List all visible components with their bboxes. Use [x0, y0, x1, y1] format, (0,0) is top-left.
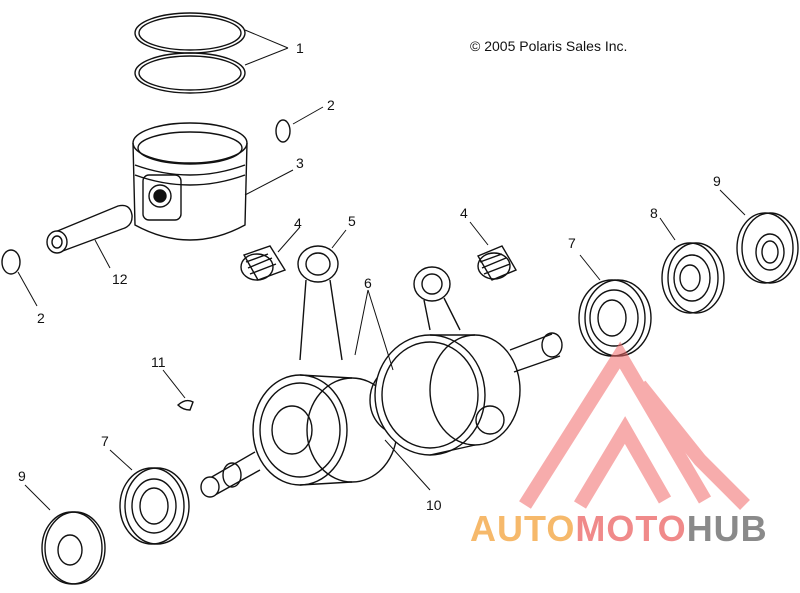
connecting-rod-right [413, 266, 461, 331]
needle-bearing-right [476, 245, 518, 281]
woodruff-key [176, 399, 194, 411]
callout-3: 3 [296, 155, 304, 171]
watermark-part-hub: HUB [686, 508, 768, 549]
callout-4-right: 4 [460, 205, 468, 221]
piston-ring-upper [134, 12, 246, 54]
callout-8: 8 [650, 205, 658, 221]
callout-9-left: 9 [18, 468, 26, 484]
bearing-left [119, 467, 190, 545]
watermark-logo [519, 341, 750, 510]
leader-lines [17, 29, 746, 511]
piston-ring-lower [134, 52, 246, 94]
piston [132, 122, 248, 241]
callout-labels: 1 2 2 3 4 4 5 6 7 7 8 9 9 10 11 12 [18, 40, 721, 513]
crankshaft [200, 332, 563, 498]
snap-ring-left [1, 249, 21, 275]
watermark-text: AUTOMOTOHUB [470, 508, 768, 550]
piston-pin [46, 204, 133, 254]
seal-right [736, 212, 799, 284]
copyright-notice: © 2005 Polaris Sales Inc. [470, 38, 628, 54]
watermark-part-moto: MOTO [575, 508, 687, 549]
connecting-rod-left [297, 245, 343, 361]
snap-ring-right [275, 119, 291, 143]
callout-9-right: 9 [713, 173, 721, 189]
callout-7-right: 7 [568, 235, 576, 251]
seal-left [41, 511, 106, 585]
callout-10: 10 [426, 497, 442, 513]
callout-5: 5 [348, 213, 356, 229]
bearing-outer-right [661, 242, 725, 314]
callout-6: 6 [364, 275, 372, 291]
bearing-right [578, 279, 652, 357]
callout-4-left: 4 [294, 215, 302, 231]
callout-12: 12 [112, 271, 128, 287]
callout-2-right: 2 [327, 97, 335, 113]
callout-7-left: 7 [101, 433, 109, 449]
needle-bearing-left [240, 245, 287, 281]
callout-11: 11 [151, 354, 166, 370]
watermark-part-auto: AUTO [470, 508, 576, 549]
callout-1: 1 [296, 40, 304, 56]
callout-2-left: 2 [37, 310, 45, 326]
